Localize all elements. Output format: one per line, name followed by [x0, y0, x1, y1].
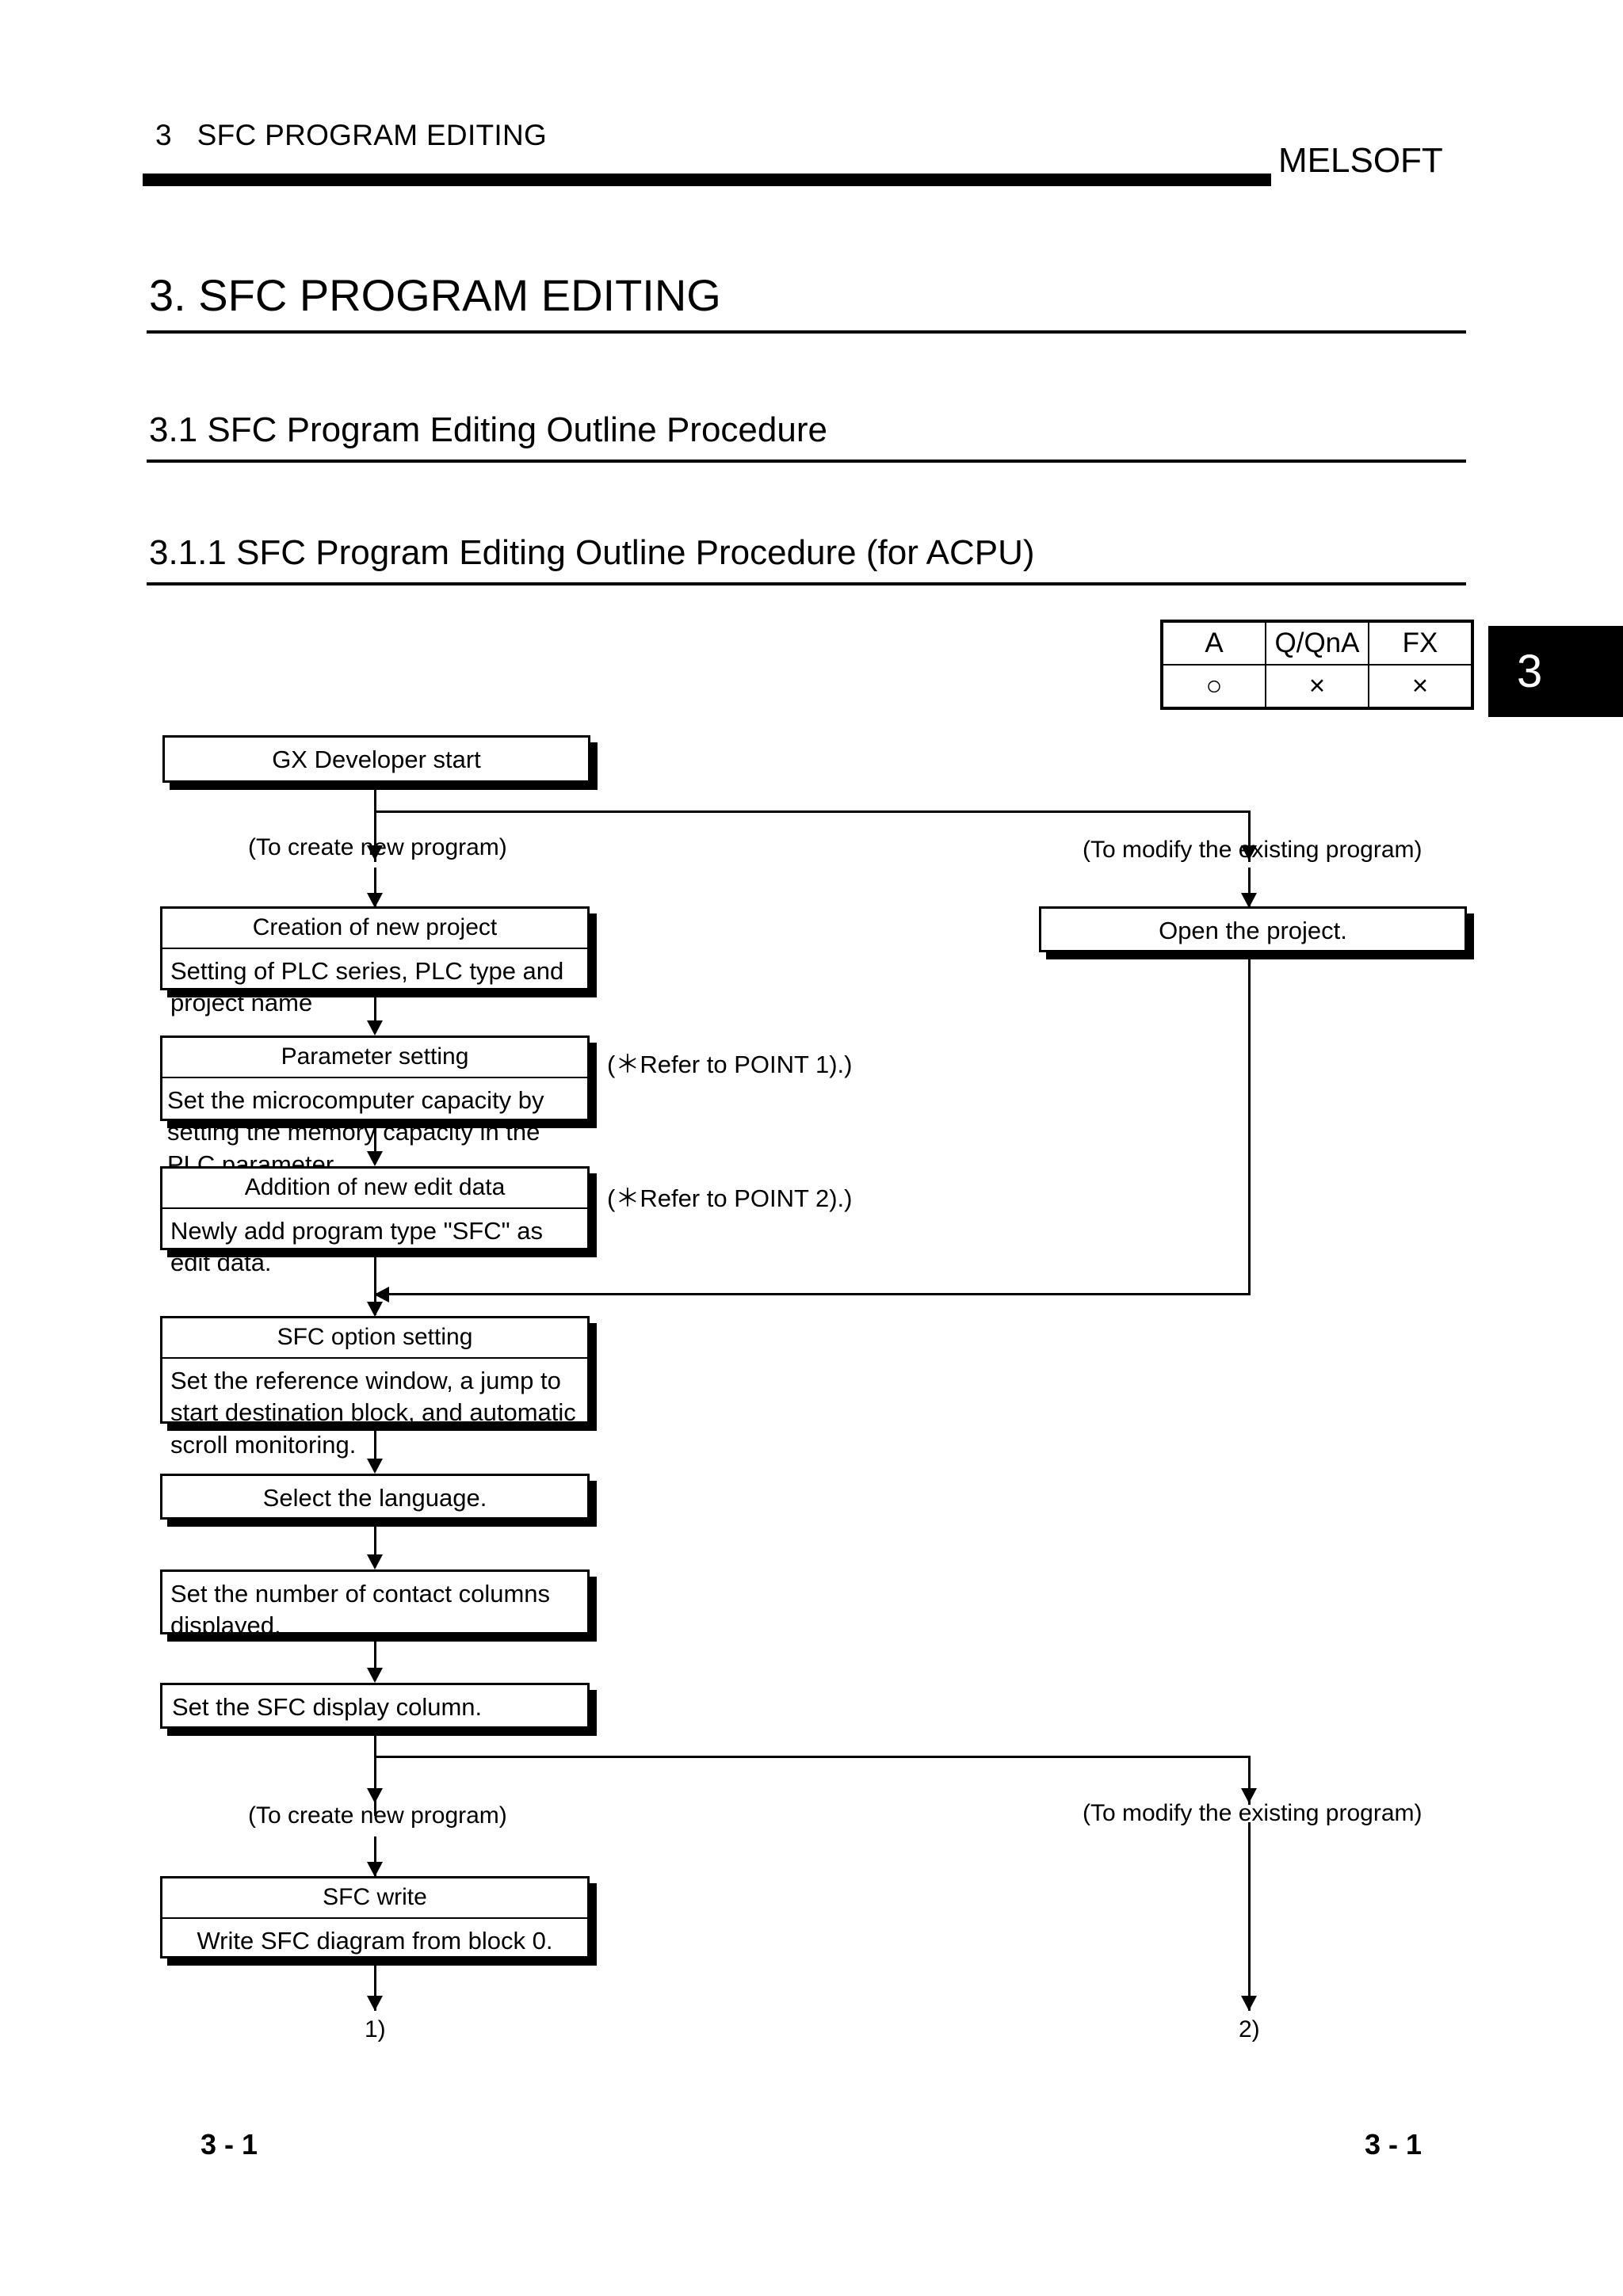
arrow-to-sfc-write: [367, 1862, 383, 1877]
flow-box-set-sfc-display-column: Set the SFC display column.: [160, 1683, 590, 1729]
running-header-chapter: 3 SFC PROGRAM EDITING: [155, 119, 548, 151]
arrow-to-select-language: [367, 1459, 383, 1474]
flow-box-title: Set the number of contact columns displa…: [170, 1580, 551, 1640]
arrow-to-new-project: [367, 893, 383, 908]
arrow-bottom-left: [367, 1788, 383, 1803]
branch-label-modify-existing-top: (To modify the existing program): [1083, 837, 1423, 863]
cpu-table-mark-row: ○ × ×: [1161, 664, 1473, 709]
flow-box-creation-of-new-project: Creation of new project Setting of PLC s…: [160, 906, 590, 1016]
flow-box-open-the-project: Open the project.: [1039, 906, 1467, 952]
cpu-table-header-row: A Q/QnA FX: [1161, 620, 1473, 666]
arrow-to-open-project: [1241, 893, 1257, 908]
flow-box-title: Open the project.: [1159, 917, 1347, 944]
cpu-mark-fx: ×: [1368, 664, 1473, 709]
connector-merge-horizontal: [374, 1293, 1251, 1295]
flow-box-sfc-write: SFC write Write SFC diagram from block 0…: [160, 1876, 590, 1958]
connector-to-new-project: [374, 868, 376, 906]
note-refer-point-2: (＊Refer to POINT 2).): [607, 1184, 853, 1212]
footer-page-number-right: 3 - 1: [1365, 2128, 1423, 2161]
connector-label-1: 1): [365, 2016, 386, 2042]
connector-language-down: [374, 1524, 376, 1567]
connector-bottom-trunk: [374, 1733, 376, 1816]
section-heading-rule: [147, 460, 1466, 463]
flow-box-title: SFC option setting: [162, 1318, 587, 1359]
cpu-mark-qqna: ×: [1265, 664, 1369, 709]
section-heading: 3.1 SFC Program Editing Outline Procedur…: [149, 410, 827, 449]
connector-tail-right: [1248, 1822, 1251, 2011]
flow-box-title: Addition of new edit data: [162, 1169, 587, 1209]
flow-box-title: Select the language.: [262, 1484, 487, 1512]
branch-label-modify-existing-bottom: (To modify the existing program): [1083, 1800, 1423, 1826]
cpu-applicability-table: A Q/QnA FX ○ × ×: [1160, 620, 1474, 710]
footer-page-number-left: 3 - 1: [200, 2128, 258, 2161]
connector-new-project-down: [374, 995, 376, 1033]
connector-to-sfc-write: [374, 1836, 376, 1876]
arrow-to-contact-columns: [367, 1554, 383, 1569]
arrow-to-add-edit-data: [367, 1151, 383, 1166]
flow-box-body: Setting of PLC series, PLC type and proj…: [170, 957, 564, 1017]
flow-box-body: Newly add program type "SFC" as edit dat…: [170, 1217, 543, 1277]
arrow-tail-right: [1241, 1996, 1257, 2011]
cpu-header-fx: FX: [1368, 620, 1473, 666]
chapter-thumb-tab: 3: [1488, 626, 1623, 717]
flow-box-title: Set the SFC display column.: [172, 1693, 483, 1721]
cpu-header-qqna: Q/QnA: [1265, 620, 1369, 666]
arrow-top-left: [367, 845, 383, 860]
flow-box-sfc-option-setting: SFC option setting Set the reference win…: [160, 1316, 590, 1459]
subsection-heading-rule: [147, 582, 1466, 585]
arrow-merge-left: [374, 1287, 389, 1302]
branch-label-create-new-top: (To create new program): [248, 834, 507, 860]
connector-bottom-right-down: [1248, 1756, 1251, 1805]
arrow-to-sfc-option: [367, 1302, 383, 1317]
cpu-header-a: A: [1161, 620, 1266, 666]
note-refer-point-1: (＊Refer to POINT 1).): [607, 1051, 853, 1078]
chapter-tab-number: 3: [1517, 646, 1543, 697]
connector-to-open-project: [1248, 868, 1251, 906]
flow-box-title: SFC write: [162, 1878, 587, 1919]
arrow-tail-left: [367, 1996, 383, 2011]
flow-box-body: Write SFC diagram from block 0.: [197, 1927, 553, 1955]
flow-box-set-contact-columns: Set the number of contact columns displa…: [160, 1569, 590, 1639]
page-title-rule: [147, 330, 1466, 334]
flow-box-gx-developer-start: GX Developer start: [162, 735, 590, 783]
connector-start-down: [374, 788, 376, 862]
connector-label-2: 2): [1239, 2016, 1260, 2042]
subsection-heading: 3.1.1 SFC Program Editing Outline Proced…: [149, 533, 1035, 572]
flow-box-parameter-setting: Parameter setting Set the microcomputer …: [160, 1035, 590, 1178]
connector-sfc-option-down: [374, 1428, 376, 1471]
flow-box-addition-of-new-edit-data: Addition of new edit data Newly add prog…: [160, 1166, 590, 1276]
connector-bottom-split: [374, 1756, 1251, 1758]
arrow-top-right: [1241, 845, 1257, 860]
connector-top-right-down: [1248, 810, 1251, 862]
connector-top-split: [374, 810, 1251, 813]
flow-box-select-the-language: Select the language.: [160, 1474, 590, 1520]
connector-add-edit-down: [374, 1255, 376, 1315]
arrow-to-sfc-display-column: [367, 1668, 383, 1683]
arrow-bottom-right: [1241, 1788, 1257, 1803]
connector-contact-columns-down: [374, 1639, 376, 1680]
flow-box-title: GX Developer start: [272, 746, 481, 773]
arrow-to-parameter-setting: [367, 1020, 383, 1035]
page-title: 3. SFC PROGRAM EDITING: [149, 270, 721, 320]
connector-parameter-down: [374, 1126, 376, 1164]
flow-box-title: Parameter setting: [162, 1038, 587, 1078]
header-rule: [143, 174, 1271, 186]
flow-box-body: Set the reference window, a jump to star…: [170, 1367, 576, 1459]
connector-open-project-rail: [1248, 958, 1251, 1294]
brand-logo-melsoft: MELSOFT: [1278, 141, 1443, 180]
connector-tail-left: [374, 1963, 376, 2011]
branch-label-create-new-bottom: (To create new program): [248, 1802, 507, 1829]
flow-box-title: Creation of new project: [162, 909, 587, 949]
cpu-mark-a: ○: [1161, 664, 1266, 709]
